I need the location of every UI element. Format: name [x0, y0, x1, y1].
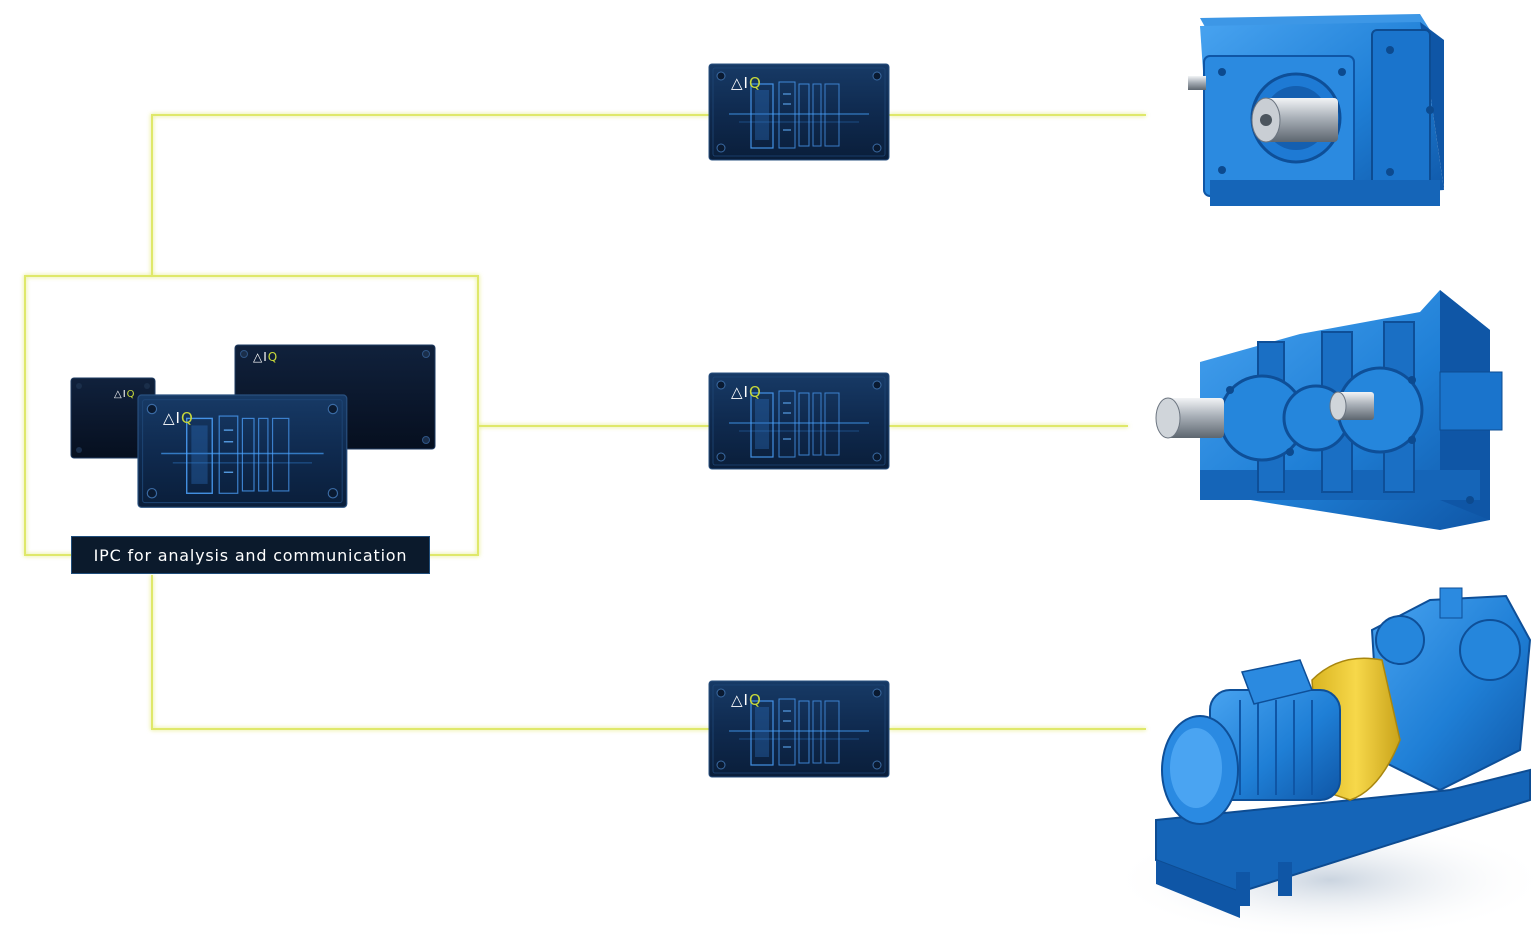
gearbox-large-image — [1155, 290, 1503, 530]
connector-bottom-left — [151, 575, 710, 730]
ipc-device-cluster: △IQ △IQ △IQ — [70, 344, 436, 509]
ipc-front-logo: △IQ — [163, 409, 194, 427]
ipc-caption-label: IPC for analysis and communication — [71, 536, 430, 574]
motor-gear-unit-image — [1110, 587, 1538, 940]
ipc-small-box: △IQ — [70, 377, 156, 459]
sensor-module-bottom: △IQ — [708, 680, 890, 778]
sensor-module-top-logo: △IQ — [731, 74, 762, 92]
sensor-module-top: △IQ — [708, 63, 890, 161]
gearbox-horizontal-image — [1188, 14, 1444, 206]
sensor-module-middle: △IQ — [708, 372, 890, 470]
small-box-logo: △IQ — [114, 389, 136, 400]
connector-top-left — [151, 114, 710, 276]
sensor-module-bottom-logo: △IQ — [731, 691, 762, 709]
sensor-module-middle-logo: △IQ — [731, 383, 762, 401]
large-box-logo: △IQ — [253, 350, 278, 364]
